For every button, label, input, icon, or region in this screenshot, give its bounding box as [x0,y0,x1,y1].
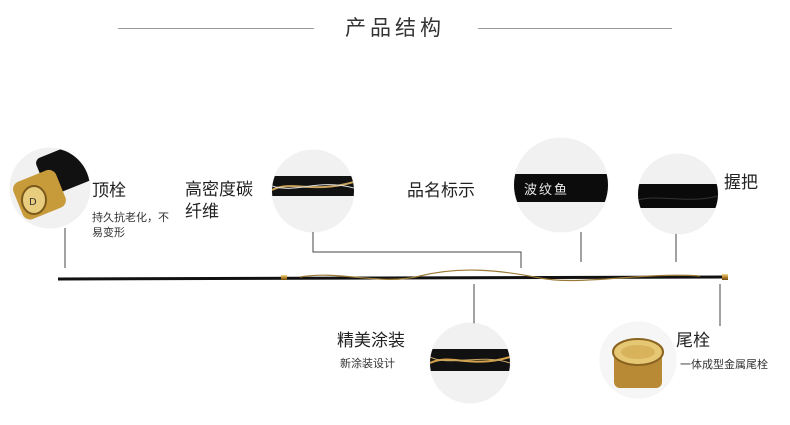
carbon-image [272,150,354,232]
svg-text:D: D [29,197,37,208]
grip-image [638,154,718,234]
grip-icon [638,184,718,208]
rod-end-band [722,274,728,280]
tail-plug-image [600,322,676,398]
carbon-label-1: 高密度碳 [185,180,253,200]
carbon-label-2: 纤维 [185,202,219,222]
tail-plug-label: 尾栓 [676,331,710,351]
title-line-right [478,28,672,29]
tail-plug-desc: 一体成型金属尾栓 [680,358,768,371]
name-mark-image: 波纹鱼 [514,138,608,232]
rod-body [57,275,725,281]
top-plug-desc-2: 易变形 [92,226,125,239]
coating-desc: 新涂装设计 [340,357,395,370]
name-mark-label: 品名标示 [407,181,475,201]
title-line-left [118,28,314,29]
carbon-rod-icon [272,176,354,196]
tail-plug-icon [612,338,664,388]
top-plug-label: 顶栓 [92,181,126,201]
rod-gold-band [281,275,287,280]
top-plug-desc-1: 持久抗老化，不 [92,211,169,224]
grip-label: 握把 [724,173,758,193]
name-mark-rod-icon [514,174,608,202]
top-plug-image: D [10,148,90,228]
page-title: 产品结构 [345,16,445,40]
rod-pattern [299,269,701,282]
top-plug-icon: D [13,148,90,220]
coating-label: 精美涂装 [337,331,405,351]
leader-carbon [312,232,522,268]
coating-image [430,323,510,403]
coating-rod-icon [430,349,510,371]
name-mark-rod-text: 波纹鱼 [524,183,570,198]
